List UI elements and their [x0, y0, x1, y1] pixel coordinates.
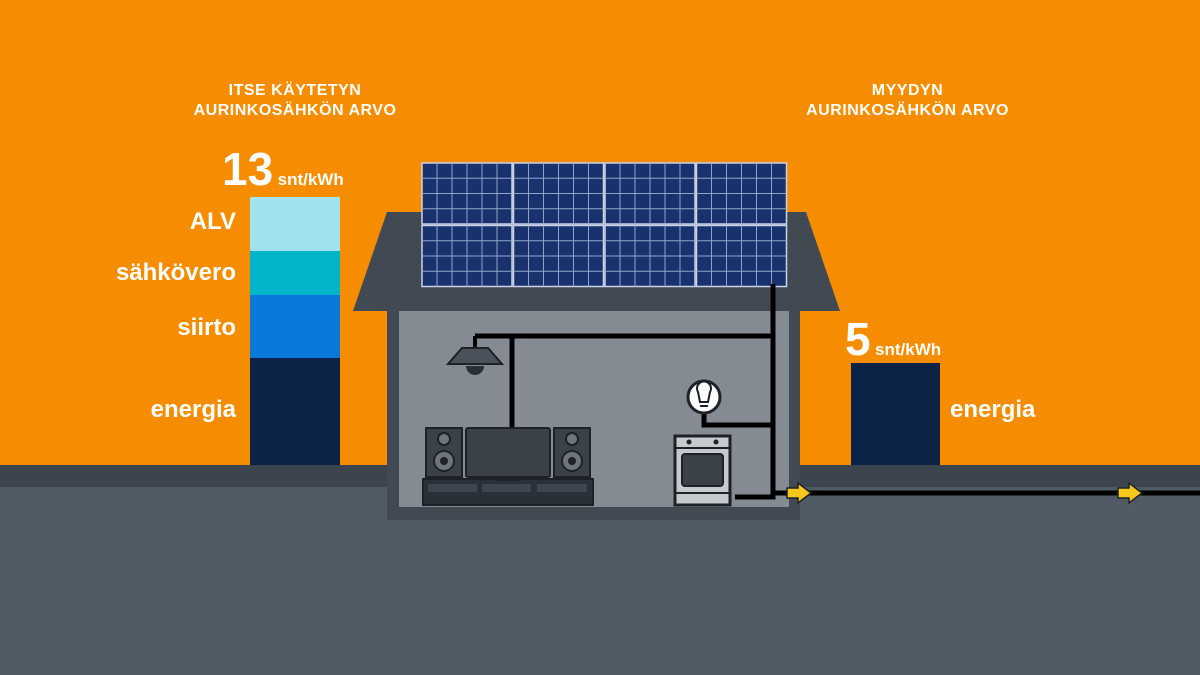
arrow-right-icon — [1117, 481, 1144, 505]
right-value-bar — [851, 363, 940, 465]
bar-segment-energia — [851, 363, 940, 465]
speaker-icon — [425, 427, 463, 478]
left-heading-line1: ITSE KÄYTETYN — [228, 82, 362, 99]
left-value-bar — [250, 197, 340, 465]
tv-stand — [422, 478, 594, 506]
stove-icon — [673, 434, 732, 507]
right-price-unit: snt/kWh — [875, 340, 942, 359]
right-price-value: 5 — [845, 313, 871, 365]
bar-segment-sahkovero — [250, 251, 340, 295]
bar-segment-alv — [250, 197, 340, 251]
ceiling-lamp-icon — [445, 333, 512, 375]
left-heading-line2: AURINKOSÄHKÖN ARVO — [193, 102, 397, 119]
right-heading-line1: MYYDYN — [871, 82, 944, 99]
left-heading: ITSE KÄYTETYN AURINKOSÄHKÖN ARVO — [150, 81, 440, 121]
right-label-energia: energia — [950, 396, 1036, 423]
left-price-value: 13 — [222, 143, 274, 195]
solar-panel-icon — [421, 162, 788, 288]
speaker-icon — [553, 427, 591, 478]
right-heading: MYYDYN AURINKOSÄHKÖN ARVO — [760, 81, 1055, 121]
label-alv: ALV — [189, 208, 236, 235]
right-heading-line2: AURINKOSÄHKÖN ARVO — [806, 102, 1009, 119]
label-sahkovero: sähkövero — [115, 259, 236, 286]
left-price-unit: snt/kWh — [277, 170, 344, 189]
right-price: 5 snt/kWh — [845, 316, 941, 362]
label-siirto: siirto — [177, 314, 236, 341]
label-energia: energia — [150, 396, 236, 423]
arrow-right-icon — [786, 481, 813, 505]
bar-segment-siirto — [250, 295, 340, 358]
bar-segment-energia — [250, 358, 340, 465]
light-bulb-icon — [686, 379, 722, 415]
left-price: 13 snt/kWh — [222, 146, 344, 192]
tv-icon — [465, 427, 551, 481]
